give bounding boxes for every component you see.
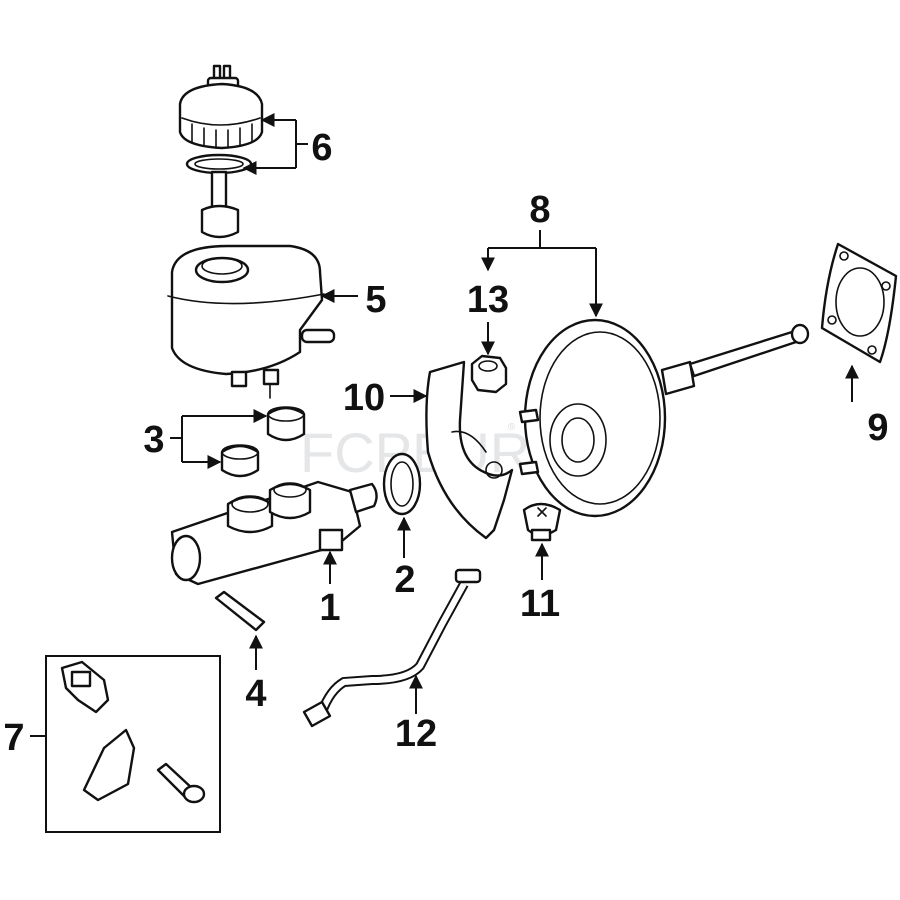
- reservoir-icon: [167, 244, 336, 399]
- sensor-kit-icon: [45, 655, 221, 833]
- callout-5: 5: [365, 279, 386, 321]
- callout-13: 13: [467, 279, 509, 321]
- callout-labels: 1 2 3 4 5 6 7 8 9 10 11 12 13: [3, 127, 888, 759]
- callout-2: 2: [394, 559, 415, 601]
- callout-3: 3: [143, 419, 164, 461]
- cap-icon: [522, 502, 562, 542]
- callout-1: 1: [319, 587, 340, 629]
- vacuum-hose-icon: [302, 568, 482, 728]
- o-ring-icon: [382, 452, 422, 516]
- reservoir-cap-icon: [178, 64, 264, 239]
- brake-booster-icon: [518, 318, 810, 518]
- gasket-icon: [820, 242, 898, 364]
- callout-6: 6: [311, 127, 332, 169]
- master-cylinder-icon: [170, 480, 378, 586]
- callout-9: 9: [867, 407, 888, 449]
- nut-icon: [470, 354, 508, 394]
- callout-10: 10: [343, 377, 385, 419]
- callout-7: 7: [3, 717, 24, 759]
- callout-12: 12: [395, 713, 437, 755]
- heat-shield-icon: [425, 360, 514, 540]
- leader-lines: [30, 113, 859, 737]
- watermark-mark: ®: [508, 422, 516, 433]
- callout-11: 11: [520, 583, 560, 625]
- grommet-icon: [220, 406, 306, 478]
- callout-8: 8: [529, 189, 550, 231]
- pin-icon: [214, 590, 266, 632]
- callout-4: 4: [245, 673, 266, 715]
